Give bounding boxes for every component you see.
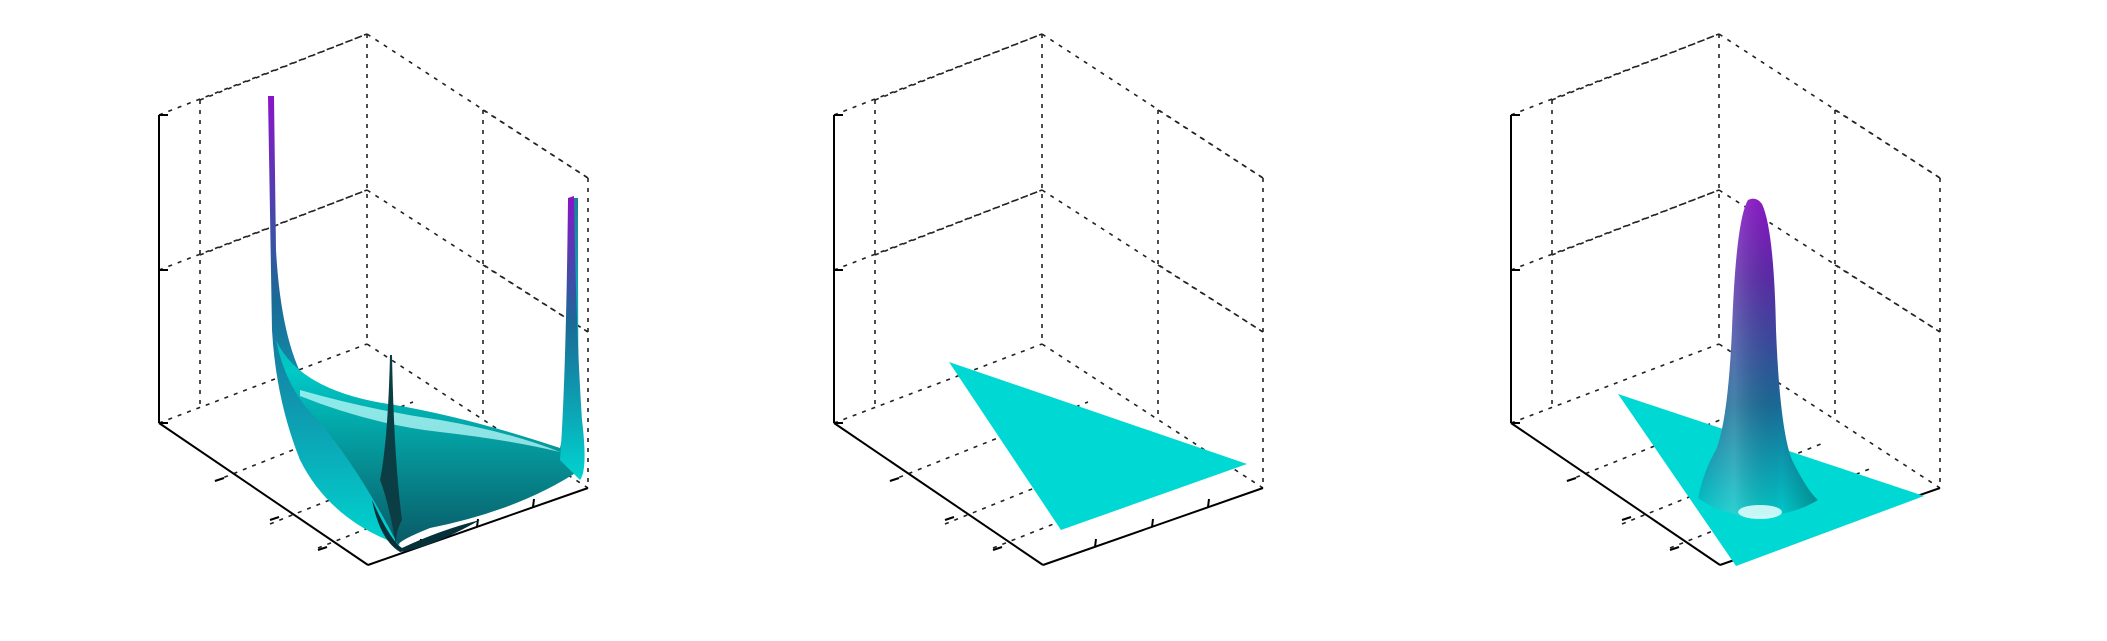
surface-1 (268, 96, 585, 552)
surface-2 (949, 362, 1247, 530)
axes-solid-2 (833, 114, 1264, 566)
surface-1-front-dark (372, 500, 480, 552)
surface-2-flat-triangle (949, 362, 1247, 530)
surface-3-peak-shading (1698, 198, 1818, 516)
surface-3 (1618, 198, 1924, 566)
axes-box-2 (833, 33, 1264, 549)
axes-solid-1 (158, 114, 589, 566)
surface-1-center-spike (380, 355, 402, 545)
surface-3-peak-foot-highlight (1738, 505, 1782, 519)
surface-1-right-spike (560, 196, 585, 480)
surface-1-highlight (300, 390, 560, 452)
chart-panel-3 (1510, 33, 1941, 566)
surface-1-bowl (276, 198, 580, 545)
axes-box-3 (1510, 33, 1941, 549)
chart-panel-1 (158, 33, 589, 566)
chart-panel-2 (833, 33, 1264, 566)
